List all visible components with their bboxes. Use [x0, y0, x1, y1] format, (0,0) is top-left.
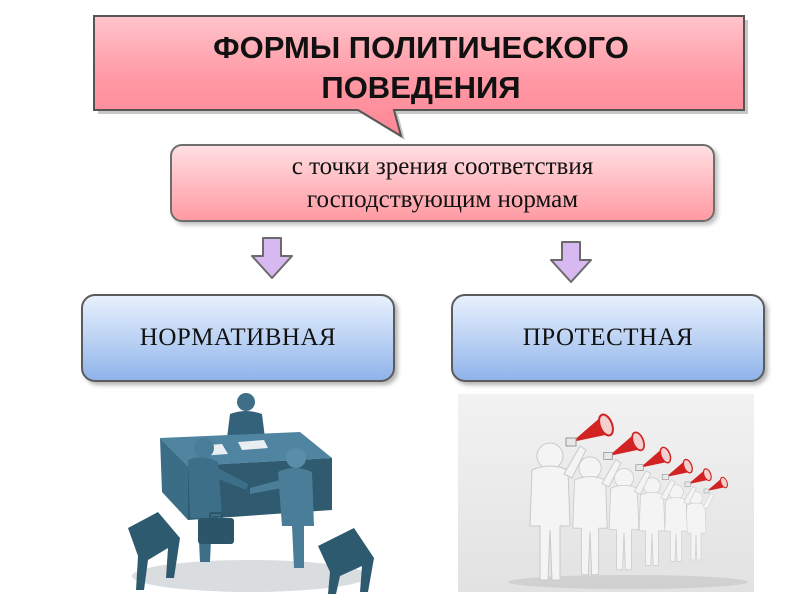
seated-person-head [237, 393, 255, 411]
diagram-title: ФОРМЫ ПОЛИТИЧЕСКОГО ПОВЕДЕНИЯ [96, 22, 746, 114]
megaphone-icon [603, 431, 645, 460]
protest-label: ПРОТЕСТНАЯ [522, 324, 694, 351]
normative-box: НОРМАТИВНАЯ [81, 294, 395, 382]
office-handshake-illustration [128, 393, 374, 594]
title-callout-shape [93, 15, 748, 140]
megaphone-icon [703, 476, 728, 494]
protester-figure [664, 468, 712, 562]
title-line-1: ФОРМЫ ПОЛИТИЧЕСКОГО [213, 30, 629, 65]
megaphone-icon [635, 446, 672, 471]
briefcase-icon [198, 518, 234, 544]
right-person-body [278, 468, 314, 568]
right-person-head [286, 448, 306, 468]
protester-figure [529, 413, 614, 581]
protester-figure [608, 446, 672, 571]
criterion-line-1: с точки зрения соответствия [291, 153, 594, 180]
megaphone-icon [661, 458, 693, 480]
left-person-head [194, 438, 214, 458]
floor-shadow [508, 575, 748, 589]
left-person-body [188, 457, 222, 562]
protest-box: ПРОТЕСТНАЯ [451, 294, 765, 382]
chair-left [128, 512, 180, 590]
chair-right [318, 528, 374, 594]
protester-figure [638, 458, 693, 566]
normative-label: НОРМАТИВНАЯ [139, 324, 337, 351]
megaphone-icon [565, 413, 614, 447]
megaphone-protest-illustration [458, 394, 754, 592]
criterion-line-2: господствующим нормам [306, 186, 579, 213]
down-arrow-icon [251, 237, 293, 279]
title-line-2: ПОВЕДЕНИЯ [321, 70, 521, 105]
down-arrow-icon [550, 241, 592, 283]
criterion-box: с точки зрения соответствия господствующ… [170, 144, 715, 222]
protester-figure [685, 476, 728, 561]
protester-figure [572, 431, 645, 576]
megaphone-icon [684, 468, 712, 487]
